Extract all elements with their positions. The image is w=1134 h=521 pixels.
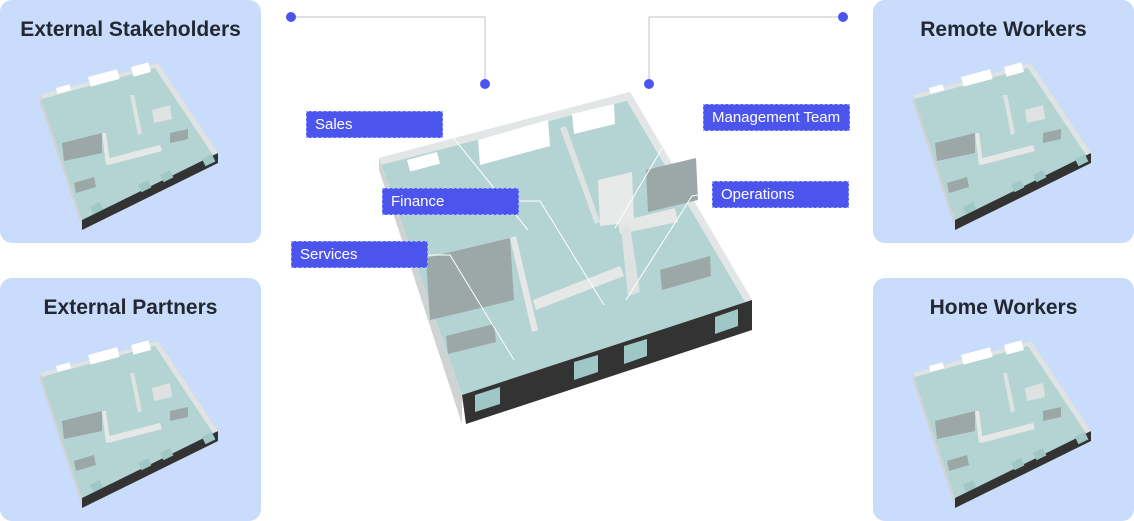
- label-finance: Finance: [382, 188, 519, 215]
- connector-dot: [644, 79, 654, 89]
- card-title: External Partners: [43, 296, 218, 319]
- label-operations: Operations: [712, 181, 849, 208]
- leader-line-finance: [519, 200, 605, 306]
- card-title: Home Workers: [929, 296, 1078, 319]
- leader-line-management: [614, 117, 703, 229]
- leader-line-services: [428, 254, 515, 361]
- card-title: Remote Workers: [920, 18, 1087, 41]
- card-remote-workers: Remote Workers: [873, 0, 1134, 243]
- label-sales: Sales: [306, 111, 443, 138]
- connector-dot: [838, 12, 848, 22]
- main-building: [379, 92, 752, 424]
- card-home-workers: Home Workers: [873, 278, 1134, 521]
- label-services: Services: [291, 241, 428, 268]
- connector-line: [648, 16, 843, 84]
- connector-line: [291, 16, 486, 84]
- leader-line-operations: [625, 192, 713, 301]
- connector-dot: [286, 12, 296, 22]
- card-title: External Stakeholders: [20, 18, 241, 41]
- label-management-team: Management Team: [703, 104, 850, 131]
- card-external-partners: External Partners: [0, 278, 261, 521]
- connector-dot: [480, 79, 490, 89]
- card-external-stakeholders: External Stakeholders: [0, 0, 261, 243]
